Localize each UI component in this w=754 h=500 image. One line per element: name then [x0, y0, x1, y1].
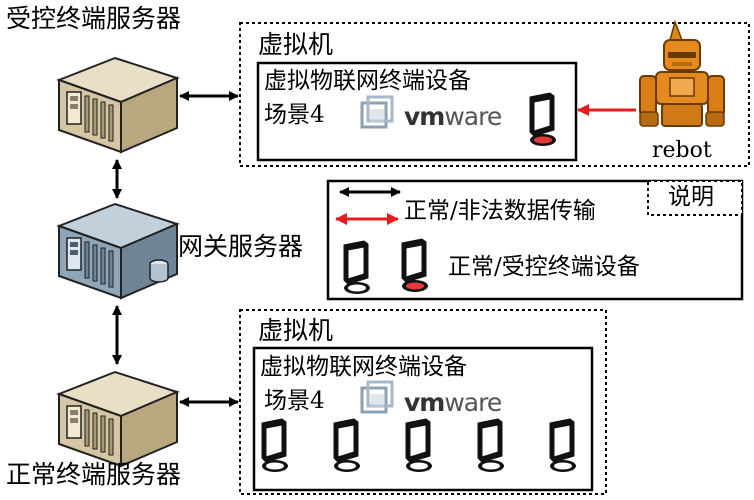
- vm-bottom-device-box: [252, 346, 594, 492]
- normal-monitor-icon: [333, 418, 361, 473]
- vm-top-brand: vmware: [404, 102, 502, 131]
- legend-arrows-text: 正常/非法数据传输: [404, 198, 596, 224]
- vm-top-device-label: 虚拟物联网终端设备: [264, 68, 471, 94]
- legend-box: [326, 179, 744, 301]
- gateway-server-label: 网关服务器: [178, 232, 304, 261]
- normal-monitor-icon: [549, 418, 577, 473]
- controlled-monitor-icon: [529, 92, 557, 147]
- normal-monitor-icon: [477, 418, 505, 473]
- vm-bottom-device-label: 虚拟物联网终端设备: [260, 354, 467, 380]
- vm-top-device-box: [256, 61, 578, 162]
- vm-bottom-title: 虚拟机: [258, 316, 334, 345]
- normal-monitor-icon: [405, 418, 433, 473]
- vm-bottom-brand: vmware: [404, 388, 502, 417]
- legend-title-box: [647, 180, 743, 216]
- controlled-server-label: 受控终端服务器: [6, 4, 182, 33]
- gateway-server-icon: [58, 203, 178, 299]
- legend-devices-text: 正常/受控终端设备: [448, 254, 640, 280]
- normal-server-icon: [58, 371, 178, 467]
- legend-title: 说明: [668, 184, 714, 210]
- vmware-logo-icon: [360, 95, 394, 129]
- vm-top-scene: 场景4: [264, 102, 325, 128]
- robot-icon: [639, 19, 725, 127]
- vm-bottom-scene: 场景4: [264, 388, 325, 414]
- controlled-server-icon: [58, 57, 178, 153]
- vmware-wordmark: vmware: [404, 388, 502, 417]
- vm-top-box: [239, 22, 750, 167]
- legend-controlled-monitor-icon: [401, 238, 429, 293]
- normal-monitor-icon: [261, 418, 289, 473]
- normal-server-label: 正常终端服务器: [6, 460, 182, 489]
- vmware-logo-icon: [360, 380, 394, 414]
- robot-label: rebot: [652, 138, 712, 163]
- vm-bottom-box: [239, 309, 607, 495]
- vm-top-title: 虚拟机: [258, 30, 334, 59]
- legend-normal-monitor-icon: [343, 240, 371, 295]
- vmware-wordmark: vmware: [404, 102, 502, 131]
